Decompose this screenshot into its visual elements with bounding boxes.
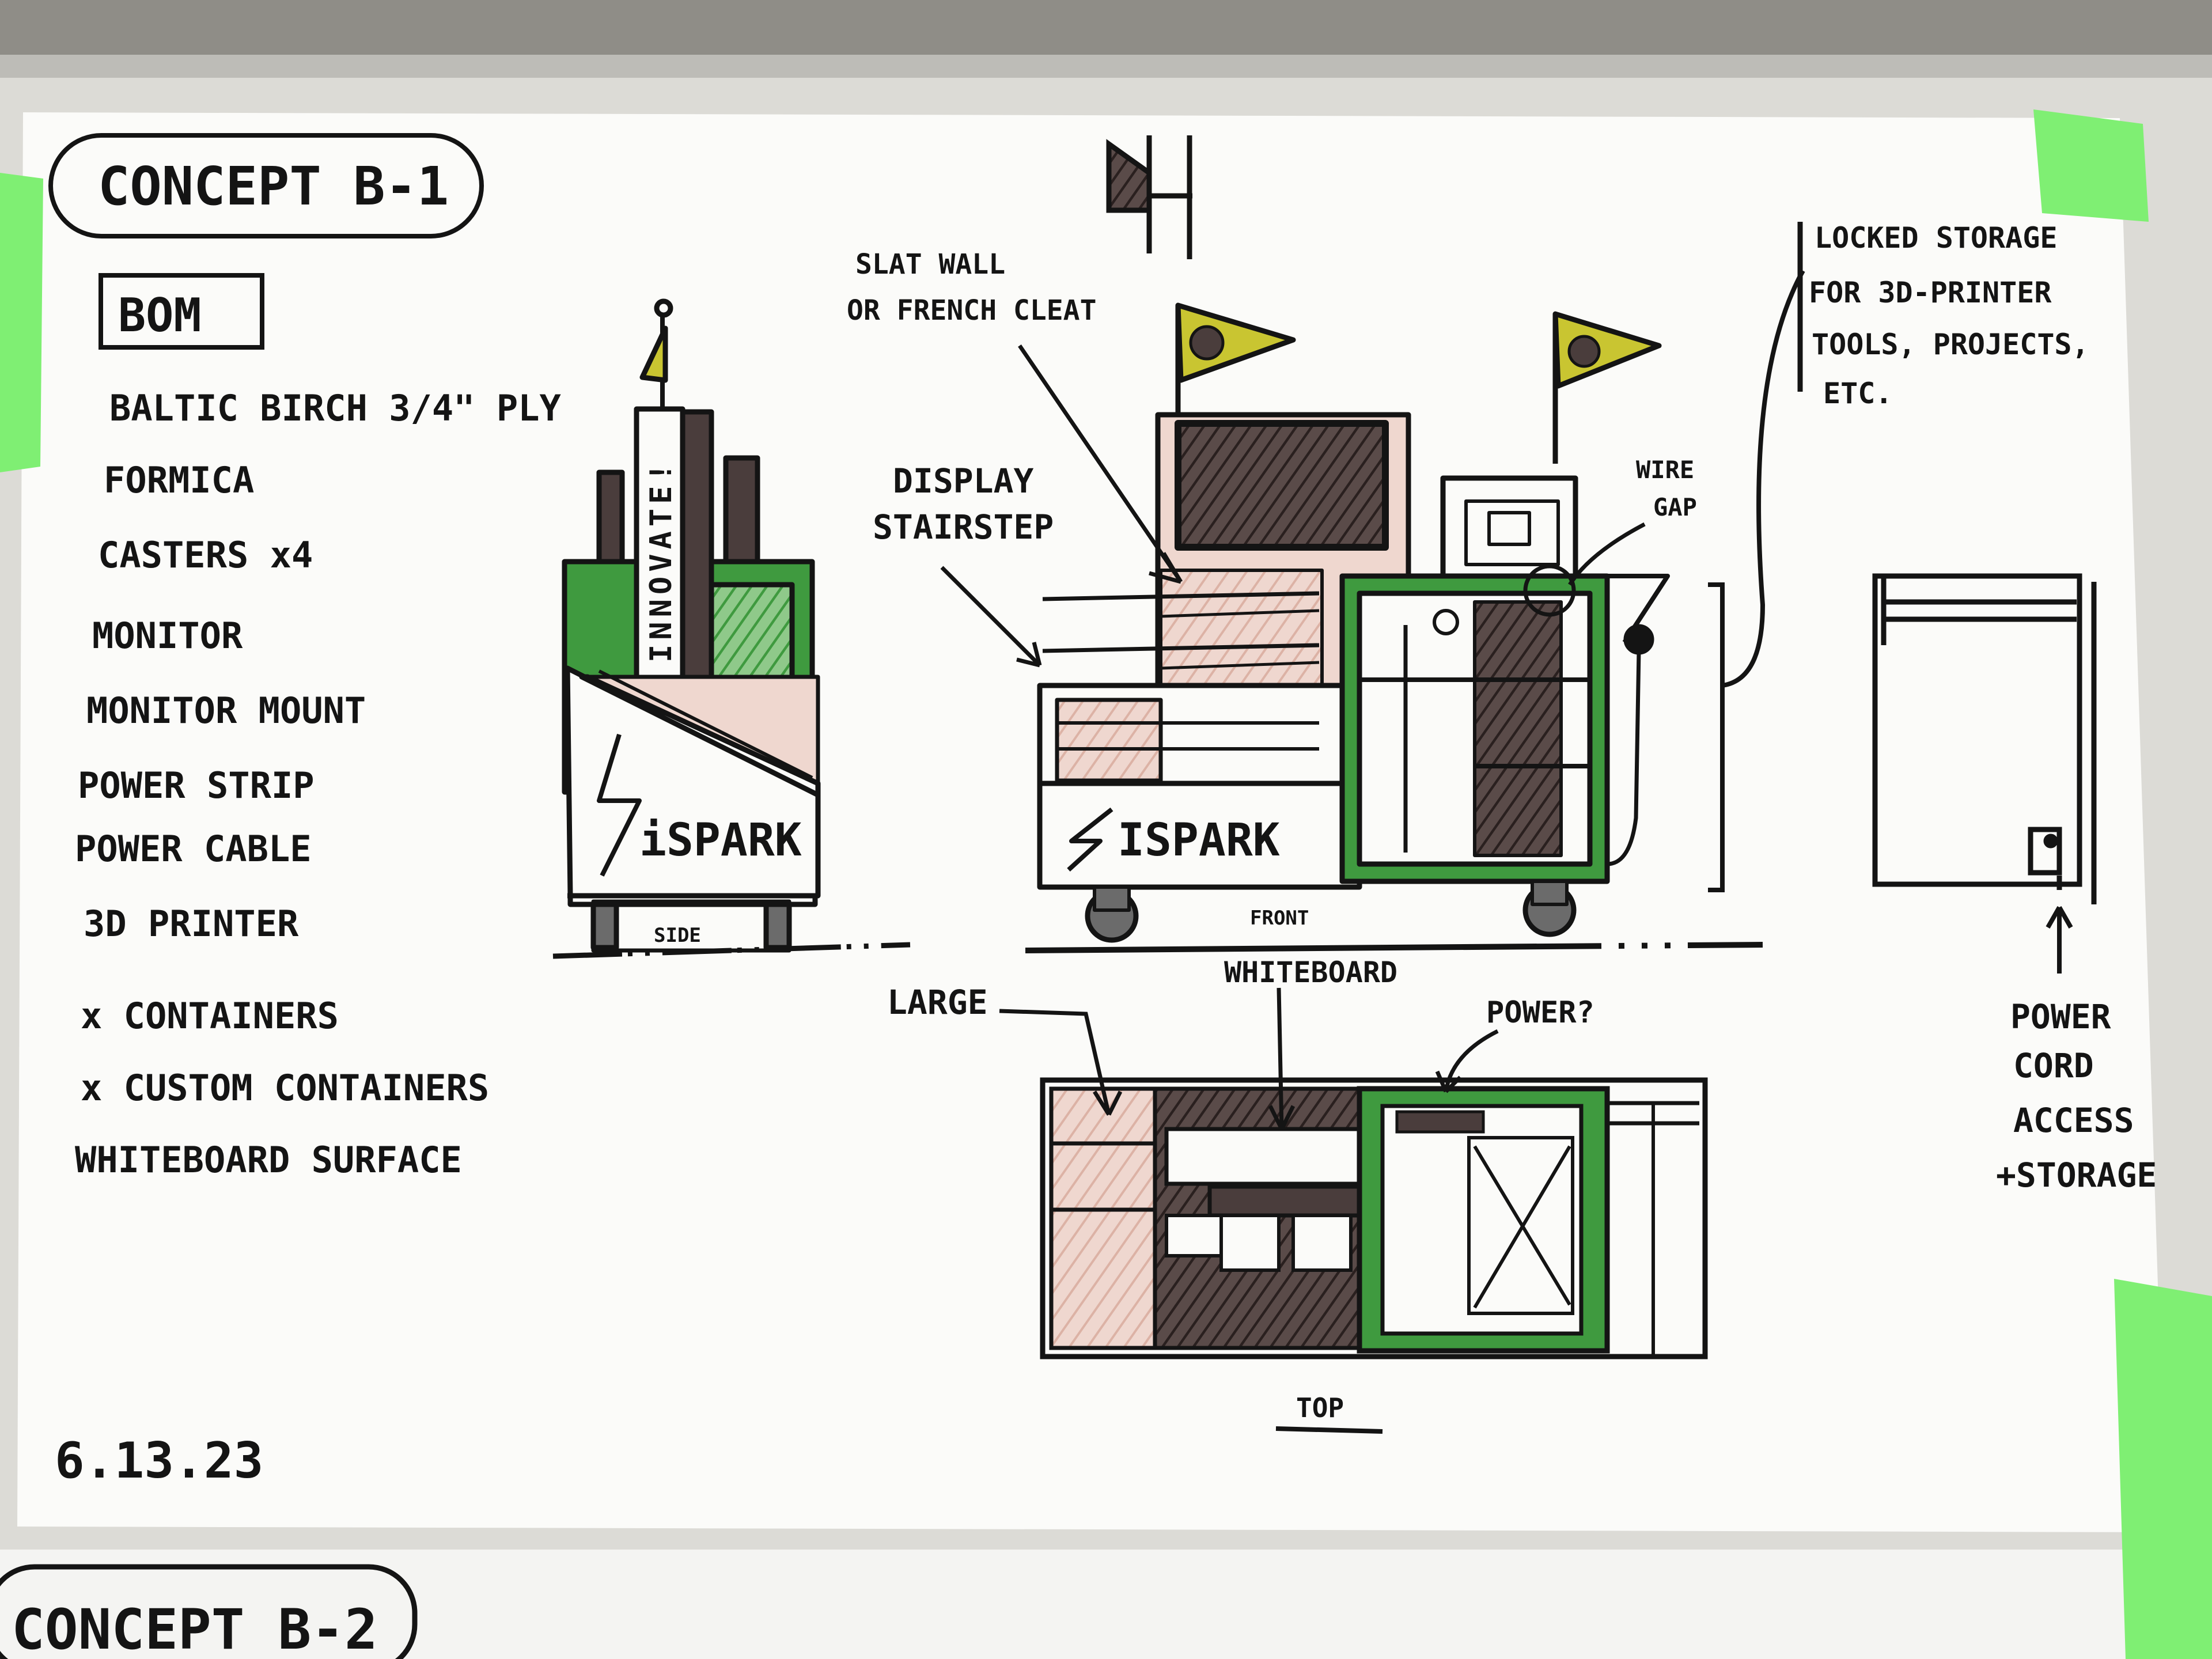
locked-storage-line: FOR 3D-PRINTER bbox=[1809, 276, 2052, 309]
bom-heading-box bbox=[99, 273, 264, 350]
whiteboard-callout: WHITEBOARD bbox=[1224, 956, 1397, 989]
bom-item: WHITEBOARD SURFACE bbox=[75, 1139, 462, 1181]
whiteboard-arrow bbox=[1268, 987, 1296, 1130]
title-bubble bbox=[48, 133, 484, 238]
tape-top-right bbox=[2033, 109, 2149, 222]
bom-item: FORMICA bbox=[104, 459, 254, 501]
locked-storage-note: LOCKED STORAGE FOR 3D-PRINTER TOOLS, PRO… bbox=[1809, 221, 2089, 410]
side-view-cart bbox=[562, 298, 821, 953]
bom-heading: BOM bbox=[118, 289, 202, 342]
large-callout: LARGE bbox=[887, 983, 988, 1022]
large-arrow bbox=[999, 1009, 1123, 1116]
vertical-sign-text: INNOVATE! bbox=[644, 459, 679, 662]
tape-left bbox=[0, 173, 43, 472]
power-callout: POWER? bbox=[1486, 995, 1594, 1030]
power-cord-line: ACCESS bbox=[2013, 1101, 2134, 1140]
locked-storage-leader bbox=[1722, 270, 1805, 688]
wire-gap-line1: WIRE bbox=[1636, 456, 1694, 484]
locked-storage-line: TOOLS, PROJECTS, bbox=[1812, 328, 2089, 361]
top-view-cart bbox=[1040, 1077, 1708, 1359]
power-cord-line: +STORAGE bbox=[1996, 1156, 2157, 1195]
slat-wall-line1: SLAT WALL bbox=[855, 248, 1005, 281]
top-view-label: TOP bbox=[1296, 1392, 1344, 1423]
display-line2: STAIRSTEP bbox=[873, 507, 1054, 547]
tape-bottom-right bbox=[2114, 1279, 2212, 1659]
bom-item: BALTIC BIRCH 3/4" PLY bbox=[109, 387, 562, 429]
side-view-label: SIDE bbox=[654, 924, 701, 947]
bom-list: BALTIC BIRCH 3/4" PLY FORMICA CASTERS x4… bbox=[75, 387, 562, 1181]
section-symbol-icon bbox=[1106, 135, 1192, 259]
side-brand-text: iSPARK bbox=[639, 815, 802, 866]
wire-gap-line2: GAP bbox=[1653, 493, 1697, 521]
bom-item: POWER CABLE bbox=[75, 828, 312, 870]
storage-bracket bbox=[1708, 582, 1725, 892]
front-view-cart bbox=[1037, 302, 1670, 943]
display-arrow bbox=[940, 566, 1042, 668]
power-arrow bbox=[1435, 1029, 1499, 1093]
rear-view-cart bbox=[1872, 573, 2097, 904]
locked-storage-line: ETC. bbox=[1823, 377, 1892, 410]
power-cord-arrow bbox=[2046, 906, 2073, 974]
concept-title: CONCEPT B-1 bbox=[98, 156, 449, 217]
bom-item: POWER STRIP bbox=[78, 764, 315, 806]
display-line1: DISPLAY bbox=[893, 461, 1034, 501]
next-sheet-title: CONCEPT B-2 bbox=[12, 1597, 378, 1659]
wire-gap-arrow bbox=[1568, 522, 1646, 586]
top-view-underline bbox=[1275, 1426, 1383, 1434]
slat-wall-arrow bbox=[1018, 344, 1183, 584]
power-cord-note: POWER CORD ACCESS +STORAGE bbox=[1996, 997, 2157, 1195]
locked-storage-line: LOCKED STORAGE bbox=[1815, 221, 2057, 255]
next-sheet-title-bubble bbox=[0, 1564, 418, 1659]
front-brand-text: ISPARK bbox=[1118, 815, 1280, 866]
bom-item: x CUSTOM CONTAINERS bbox=[81, 1067, 489, 1109]
power-cord-line: CORD bbox=[2013, 1046, 2094, 1085]
slat-wall-line2: OR FRENCH CLEAT bbox=[847, 294, 1096, 327]
date-label: 6.13.23 bbox=[55, 1432, 263, 1490]
whiteboard-frame-lip bbox=[0, 55, 2212, 78]
ground-line-front bbox=[1025, 942, 1763, 953]
front-view-label: FRONT bbox=[1250, 907, 1309, 930]
bom-item: CASTERS x4 bbox=[98, 534, 313, 576]
bom-item: x CONTAINERS bbox=[81, 995, 339, 1037]
whiteboard-frame-top bbox=[0, 0, 2212, 63]
ground-line-side bbox=[552, 942, 911, 959]
bom-item: 3D PRINTER bbox=[84, 903, 299, 945]
bom-item: MONITOR MOUNT bbox=[86, 690, 366, 732]
power-cord-line: POWER bbox=[2010, 997, 2111, 1036]
bom-item: MONITOR bbox=[92, 615, 243, 657]
